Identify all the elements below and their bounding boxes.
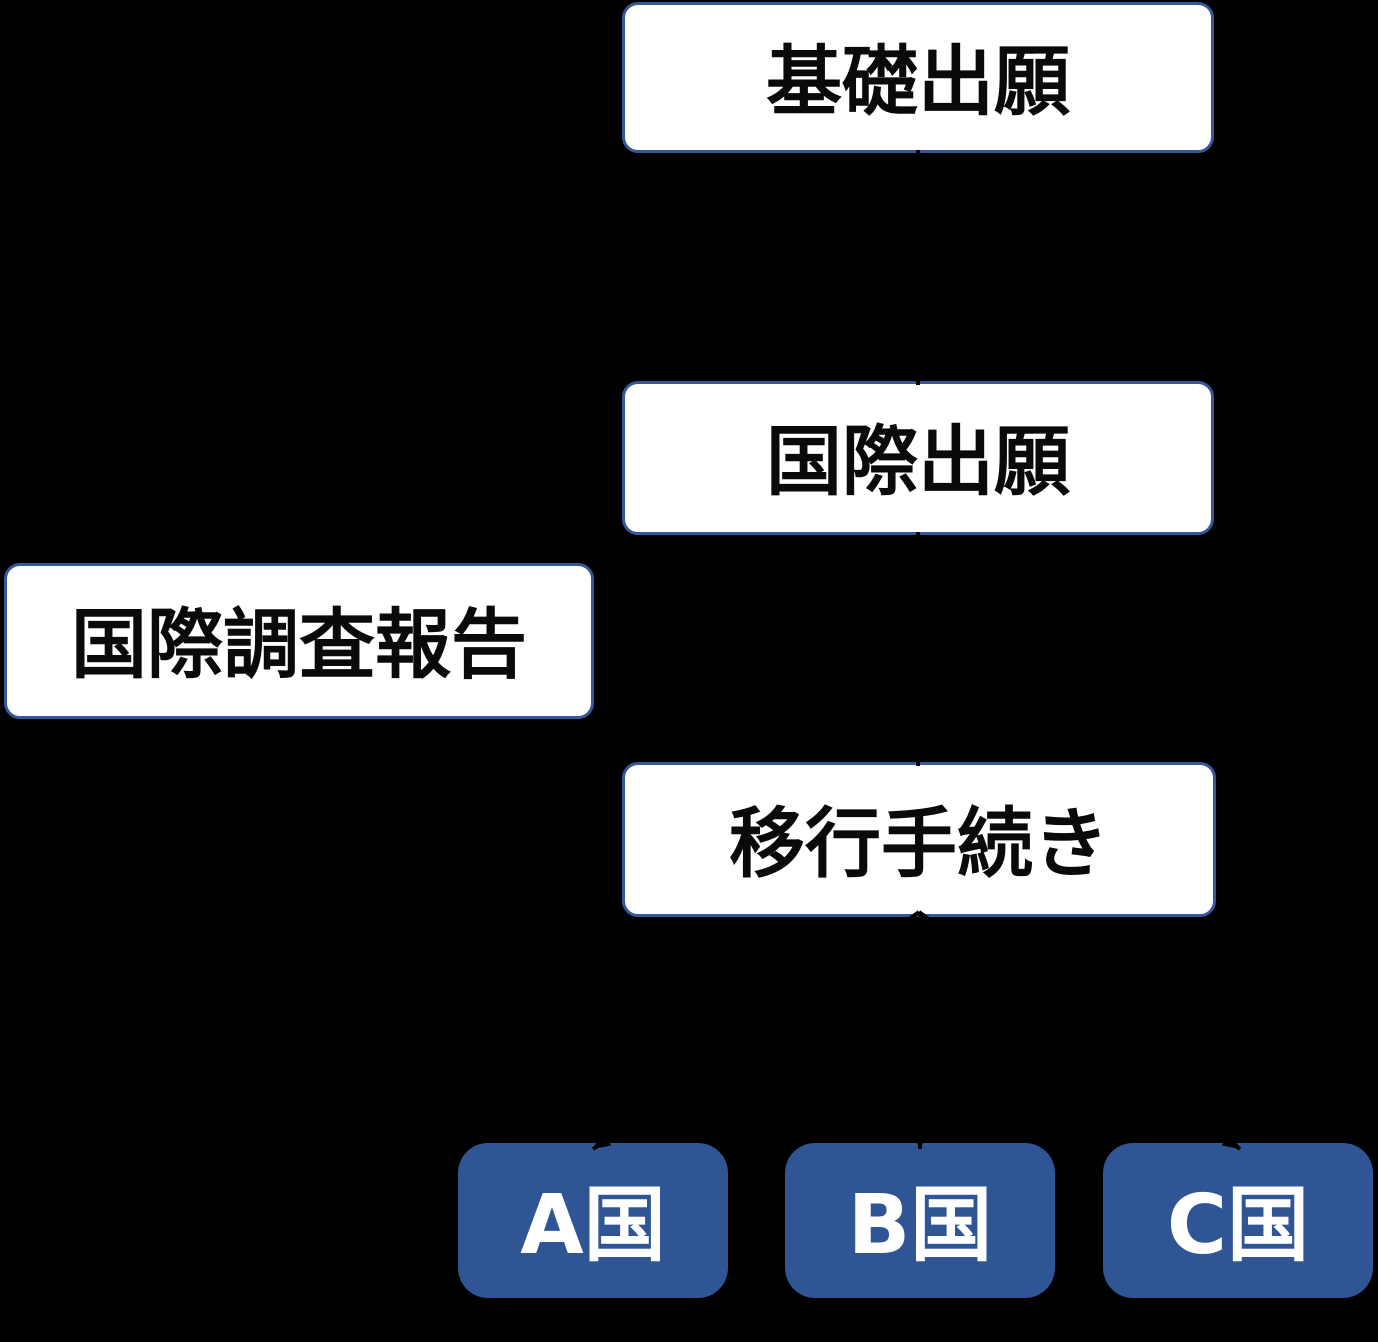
node-basic-application: 基礎出願	[622, 2, 1214, 153]
node-national-phase-entry-label: 移行手続き	[729, 798, 1109, 888]
node-international-application-label: 国際出願	[766, 417, 1070, 506]
arrow-transition-to-country-c	[917, 910, 1242, 1151]
node-country-c-label: C国	[1166, 1178, 1310, 1273]
node-international-application: 国際出願	[622, 381, 1214, 535]
node-country-c: C国	[1103, 1143, 1373, 1298]
node-international-search-report: 国際調査報告	[4, 563, 594, 719]
node-country-b-label: B国	[847, 1178, 993, 1273]
node-national-phase-entry: 移行手続き	[622, 762, 1216, 917]
arrow-transition-to-country-a	[591, 910, 921, 1151]
node-international-search-report-label: 国際調査報告	[71, 600, 527, 689]
node-country-a: A国	[458, 1143, 728, 1298]
node-country-a-label: A国	[520, 1178, 666, 1273]
node-basic-application-label: 基礎出願	[766, 36, 1070, 126]
node-country-b: B国	[785, 1143, 1055, 1298]
